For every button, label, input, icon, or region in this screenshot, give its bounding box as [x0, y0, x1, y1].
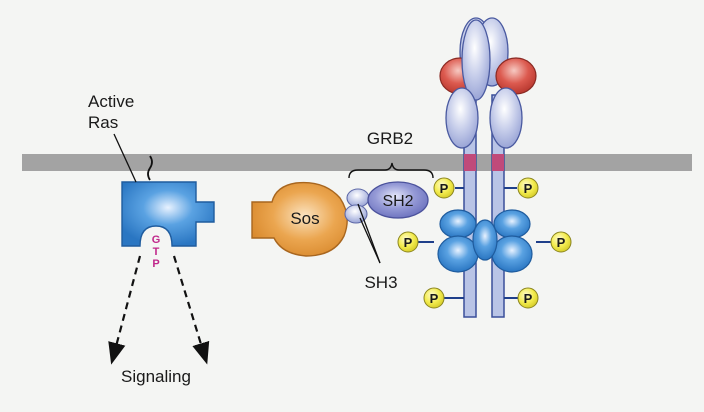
- kinase-left-top: [439, 209, 477, 239]
- phosphate-label: P: [404, 235, 413, 250]
- extracellular-lobe-center-left: [461, 19, 491, 101]
- kinase-right-top: [493, 209, 531, 239]
- active-ras-label-line2: Ras: [88, 113, 118, 132]
- ras-lipid-anchor: [147, 155, 153, 181]
- sh2-domain: [367, 181, 429, 219]
- transmembrane-segment-right: [492, 154, 504, 171]
- sh3-domain-bottom: [344, 204, 368, 224]
- phosphate-label: P: [440, 181, 449, 196]
- gtp-letter-t: T: [153, 246, 160, 258]
- phosphate-label: P: [524, 291, 533, 306]
- grb2-brace: [348, 162, 434, 179]
- active-ras-pointer: [113, 133, 137, 183]
- phosphate-4: P: [550, 231, 572, 253]
- transmembrane-segment-left: [464, 154, 476, 171]
- sos-label: Sos: [290, 209, 319, 228]
- sh3-label: SH3: [364, 273, 397, 292]
- plasma-membrane: [22, 154, 692, 171]
- phosphate-label: P: [557, 235, 566, 250]
- phosphate-3: P: [397, 231, 419, 253]
- phosphate-label: P: [524, 181, 533, 196]
- sh2-label: SH2: [382, 193, 413, 210]
- signaling-arrow-left: [108, 255, 142, 365]
- phosphate-1: P: [433, 177, 455, 199]
- gtp-letter-g: G: [152, 234, 161, 246]
- active-ras-label-line1: Active: [88, 92, 134, 111]
- signaling-arrow-right: [172, 255, 210, 365]
- receptor-dimer: [437, 17, 537, 318]
- phosphate-6: P: [517, 287, 539, 309]
- sos-protein: Sos: [251, 181, 348, 257]
- kinase-right-bottom: [491, 235, 533, 273]
- extracellular-lobe-lower-right: [489, 87, 523, 149]
- extracellular-lobe-lower-left: [445, 87, 479, 149]
- kinase-left-bottom: [437, 235, 479, 273]
- phosphate-2: P: [517, 177, 539, 199]
- grb2-adaptor: SH2: [344, 181, 429, 224]
- signaling-label: Signaling: [121, 367, 191, 386]
- sh3-pointer-b: [359, 217, 381, 264]
- phosphate-5: P: [423, 287, 445, 309]
- kinase-center: [472, 219, 498, 261]
- grb2-label: GRB2: [367, 129, 413, 148]
- gtp-letter-p: P: [152, 258, 159, 270]
- phosphate-groups: P P P P P P: [397, 177, 572, 309]
- phosphotyrosines: [418, 187, 551, 299]
- ras-protein: G T P: [121, 155, 215, 270]
- phosphate-label: P: [430, 291, 439, 306]
